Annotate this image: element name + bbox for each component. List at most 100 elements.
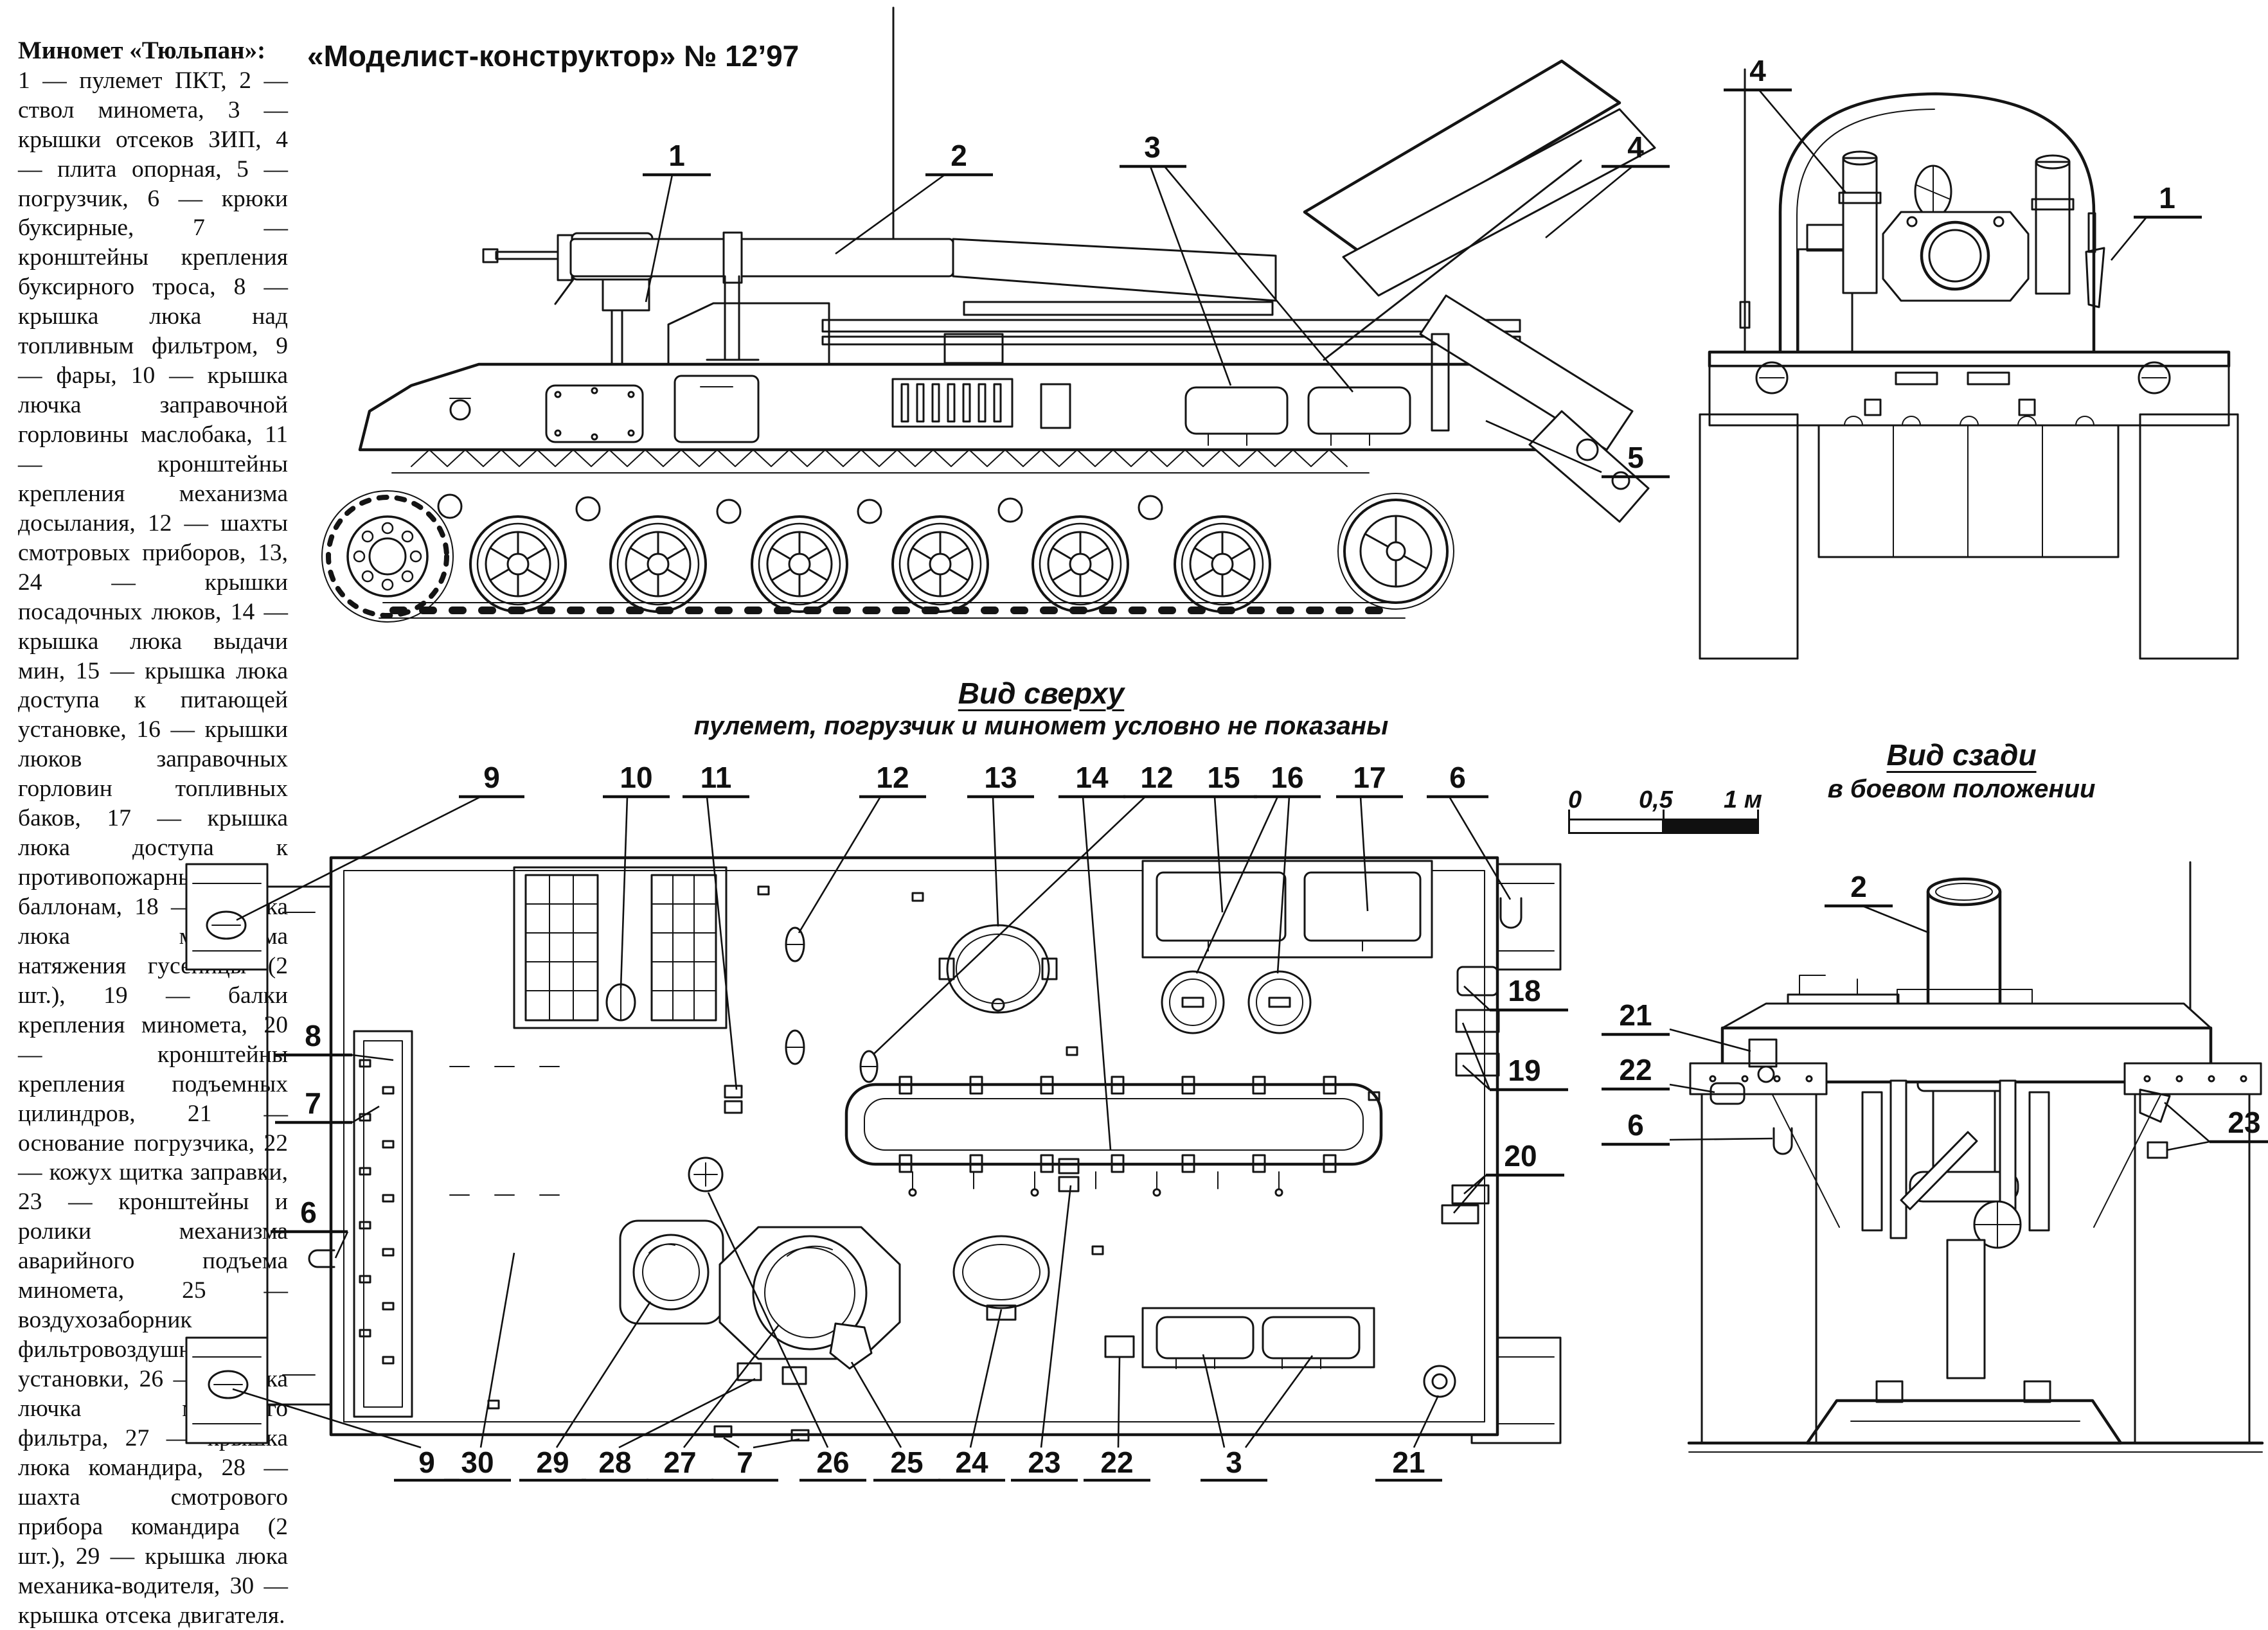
scale-bar-black-segment [1662,820,1757,832]
callout-leader [753,1438,800,1449]
callout-number: 8 [305,1019,321,1052]
deck-bolts [487,885,1380,1410]
bow-deck [266,885,332,1406]
callout-leader [1463,986,1490,1011]
callout-leader [352,1054,394,1061]
callout-leader [236,795,481,921]
callout-number: 11 [701,761,732,794]
callout-number: 1 [2159,181,2175,215]
callout-leader [798,796,882,934]
callout-leader [723,1437,740,1449]
tow-hook-right-icon [1499,897,1522,929]
rear-view-caption: Вид сзади [1886,738,2037,772]
callout-leader [1202,1354,1226,1448]
callout-number: 5 [1627,441,1644,474]
callout-number: 20 [1504,1139,1537,1173]
callout-leader [873,796,1146,1054]
callout-leader [706,796,738,1090]
scale-label-0: 0 [1568,786,1582,813]
callout-number: 6 [300,1196,317,1229]
mortar-barrel-side [557,231,1521,361]
tow-cable-clips [713,1425,810,1442]
callout-number: 3 [1144,130,1161,164]
callout-leader [334,1231,349,1259]
callout-number: 27 [663,1446,696,1479]
callout-leader [1040,1185,1072,1448]
callout-leader [555,1301,652,1448]
rear-view-drawing [1687,861,2264,1453]
callout-leader [969,1309,1003,1448]
callout-number: 14 [1075,761,1109,794]
scale-tick [1757,810,1759,819]
callout-number: 6 [1449,761,1466,794]
scale-bar: 0 0,5 1 м [1567,786,1767,838]
callout-number: 7 [737,1446,753,1479]
lift-cylinders [1861,1079,2050,1379]
callout-number: 13 [984,761,1017,794]
callout-number: 2 [1850,870,1867,903]
scale-label-05: 0,5 [1639,786,1673,813]
air-intake [829,1322,873,1370]
callout-number: 18 [1508,974,1540,1007]
mortar-front [1797,150,2105,353]
callout-number: 19 [1508,1054,1540,1087]
scale-label-1m: 1 м [1724,786,1762,813]
tracks-front [1699,413,2239,660]
side-view-drawing [321,6,1656,623]
callout-number: 23 [2228,1106,2260,1139]
callout-leader [1244,1355,1314,1448]
callout-leader [1669,1083,1715,1094]
callout-leader [1276,796,1290,974]
callout-number: 17 [1353,761,1386,794]
callout-leader [1413,1395,1440,1448]
callout-number: 22 [1619,1053,1652,1086]
callout-leader [707,1192,829,1448]
scale-tick [1568,810,1570,819]
callout-leader [479,1252,515,1448]
callout-number: 26 [816,1446,849,1479]
callout-leader [1862,905,1930,934]
callout-number: 16 [1271,761,1303,794]
running-gear-side [321,449,1454,623]
base-plate-raised [1303,59,1656,361]
periscope-shafts [785,926,879,1083]
callout-leader [1213,796,1224,913]
callout-number: 23 [1028,1446,1060,1479]
callout-leader [1359,796,1369,912]
callout-number: 21 [1619,998,1652,1032]
rear-fittings [1710,1038,2171,1159]
top-view-caption: Вид сверху [958,677,1125,710]
left-service-plate [353,1030,413,1418]
callout-number: 9 [418,1446,435,1479]
callout-number: 10 [620,761,652,794]
callout-number: 7 [305,1086,321,1120]
callout-number: 4 [1749,54,1766,87]
callout-number: 6 [1627,1108,1644,1142]
callout-leader [352,1105,380,1124]
callout-number: 1 [668,139,685,172]
scale-bar-rule [1568,819,1759,834]
callout-leader [683,1324,780,1448]
legend-title: Миномет «Тюльпан»: [18,37,266,64]
mortar-mount-beam [844,1076,1383,1197]
callout-leader [645,174,674,303]
callout-leader [1545,165,1633,239]
mortar-mount-beams-edge [1455,1009,1500,1077]
callout-number: 15 [1207,761,1240,794]
callout-leader [620,796,629,989]
callout-leader [1448,796,1512,900]
callout-leader [1758,89,1846,193]
tyulpan-technical-drawing: 1234541910111213141215161769302928277262… [185,6,2268,1482]
callout-leader [2166,1140,2210,1151]
callout-number: 12 [876,761,909,794]
rear-view-note: в боевом положении [1827,775,2096,803]
callout-number: 24 [955,1446,988,1479]
track-tension-cover [1456,966,1499,997]
callout-leader [1462,1065,1490,1090]
top-view-note: пулемет, погрузчик и миномет условно не … [693,712,1389,740]
magazine-header: «Моделист-конструктор» № 12’97 [307,39,799,73]
magazine-drawing-sheet: Миномет «Тюльпан»: 1 — пулемет ПКТ, 2 — … [18,6,2268,1629]
callout-number: 28 [598,1446,631,1479]
callout-number: 4 [1627,130,1644,164]
